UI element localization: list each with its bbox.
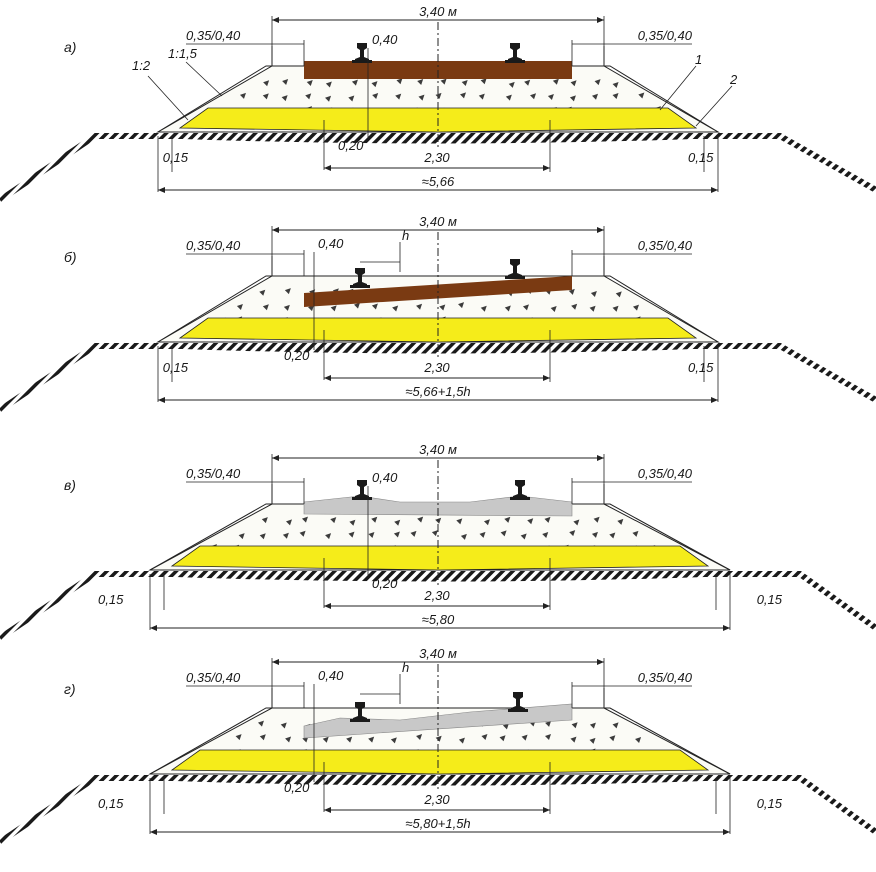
rail-right [508, 692, 528, 712]
base-width-dim [324, 603, 550, 609]
concrete-sleeper [303, 495, 573, 517]
edge-right-label: 0,15 [688, 150, 714, 165]
base-width-label: 2,30 [423, 360, 450, 375]
panel-label: в) [64, 477, 76, 493]
rail-right [505, 259, 525, 279]
bottom-width-dim [150, 829, 730, 835]
rail-right [510, 480, 530, 500]
slope-outer-label: 1:2 [132, 58, 151, 73]
subgrade-hatch [159, 775, 721, 786]
base-width-label: 2,30 [423, 588, 450, 603]
ground-surface [0, 571, 876, 641]
subgrade-hatch [159, 571, 721, 582]
shoulder-right-label: 0,35/0,40 [638, 466, 693, 481]
depth-040-label: 0,40 [372, 32, 398, 47]
top-width-dim [272, 17, 604, 23]
shoulder-right-label: 0,35/0,40 [638, 28, 693, 43]
base-width-dim [324, 375, 550, 381]
rail-left [352, 43, 372, 63]
base-width-label: 2,30 [423, 150, 450, 165]
ground-surface [0, 775, 876, 845]
edge-left-label: 0,15 [163, 360, 189, 375]
depth-040-label: 0,40 [372, 470, 398, 485]
bottom-width-label: ≈5,66 [422, 174, 455, 189]
bottom-width-dim [158, 397, 718, 403]
edge-right-label: 0,15 [757, 592, 783, 607]
bottom-width-label: ≈5,80+1,5h [405, 816, 470, 831]
edge-right-label: 0,15 [757, 796, 783, 811]
sand-layer [170, 545, 710, 571]
sand-020-label: 0,20 [284, 780, 310, 795]
panel-label: б) [64, 249, 77, 265]
top-width-label: 3,40 м [419, 646, 457, 661]
sand-layer [170, 749, 710, 775]
callout-2-label: 2 [729, 72, 738, 87]
edge-left-label: 0,15 [98, 796, 124, 811]
shoulder-left-label: 0,35/0,40 [186, 670, 241, 685]
top-width-label: 3,40 м [419, 442, 457, 457]
panel-label: а) [64, 39, 76, 55]
h-label: h [402, 660, 409, 675]
h-label: h [402, 228, 409, 243]
slope-inner-label: 1:1,5 [168, 46, 198, 61]
depth-040-label: 0,40 [318, 668, 344, 683]
cross-section-g: h 3,40 м 0,35/0,40 0,35/0,40 0,40 0,20 2,30 0,1… [0, 646, 876, 845]
sand-020-label: 0,20 [284, 348, 310, 363]
bottom-width-dim [158, 187, 718, 193]
sand-020-label: 0,20 [372, 576, 398, 591]
rail-left [350, 702, 370, 722]
callout-1-label: 1 [695, 52, 702, 67]
base-width-dim [324, 807, 550, 813]
rail-left [350, 268, 370, 288]
top-width-dim [272, 227, 604, 233]
top-width-dim [272, 659, 604, 665]
bottom-width-label: ≈5,80 [422, 612, 455, 627]
cross-section-b: h 3,40 м 0,35/0,40 0,35/0,40 0,40 0,20 2,30 0,1… [0, 214, 876, 413]
shoulder-left-label: 0,35/0,40 [186, 28, 241, 43]
base-width-dim [324, 165, 550, 171]
top-width-label: 3,40 м [419, 4, 457, 19]
top-width-label: 3,40 м [419, 214, 457, 229]
slope-inner-leader [185, 61, 223, 97]
depth-040-label: 0,40 [318, 236, 344, 251]
callout-1-leader [659, 65, 697, 111]
edge-left-label: 0,15 [163, 150, 189, 165]
cross-section-v: 3,40 м 0,35/0,40 0,35/0,40 0,40 0,20 2,30 0,15… [0, 442, 876, 641]
bottom-width-dim [150, 625, 730, 631]
callout-2-leader [695, 85, 733, 127]
top-width-dim [272, 455, 604, 461]
base-width-label: 2,30 [423, 792, 450, 807]
sand-020-label: 0,20 [338, 138, 364, 153]
edge-left-label: 0,15 [98, 592, 124, 607]
panel-label: г) [64, 681, 76, 697]
bottom-width-label: ≈5,66+1,5h [405, 384, 470, 399]
shoulder-right-label: 0,35/0,40 [638, 238, 693, 253]
slope-outer-leader [147, 75, 189, 121]
shoulder-left-label: 0,35/0,40 [186, 238, 241, 253]
edge-right-label: 0,15 [688, 360, 714, 375]
shoulder-left-label: 0,35/0,40 [186, 466, 241, 481]
shoulder-right-label: 0,35/0,40 [638, 670, 693, 685]
rail-left [352, 480, 372, 500]
rail-right [505, 43, 525, 63]
cross-section-a: 3,40 м 0,35/0,40 0,35/0,40 0,40 0,20 2,30 0,15… [0, 4, 876, 203]
